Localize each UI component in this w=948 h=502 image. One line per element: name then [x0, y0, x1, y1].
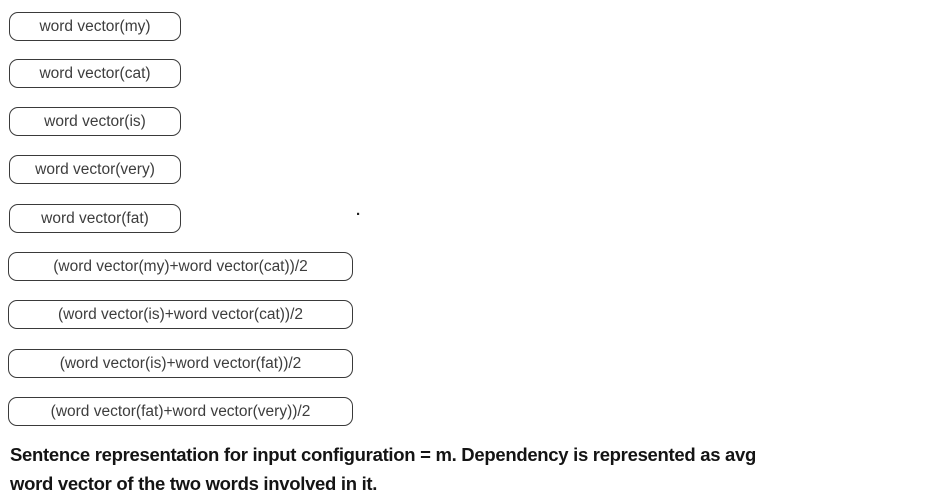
figure-caption-line-2: word vector of the two words involved in…: [10, 473, 378, 494]
dependency-avg-box-is-cat: (word vector(is)+word vector(cat))/2: [8, 300, 353, 329]
dependency-avg-box-fat-very: (word vector(fat)+word vector(very))/2: [8, 397, 353, 426]
figure-caption: Sentence representation for input config…: [10, 440, 940, 498]
dependency-avg-box-my-cat: (word vector(my)+word vector(cat))/2: [8, 252, 353, 281]
dependency-avg-box-is-fat: (word vector(is)+word vector(fat))/2: [8, 349, 353, 378]
word-vector-box-very: word vector(very): [9, 155, 181, 184]
word-vector-box-cat: word vector(cat): [9, 59, 181, 88]
figure-caption-line-1: Sentence representation for input config…: [10, 444, 757, 465]
word-vector-box-my: word vector(my): [9, 12, 181, 41]
word-vector-box-is: word vector(is): [9, 107, 181, 136]
stray-dot: .: [356, 202, 361, 219]
word-vector-box-fat: word vector(fat): [9, 204, 181, 233]
